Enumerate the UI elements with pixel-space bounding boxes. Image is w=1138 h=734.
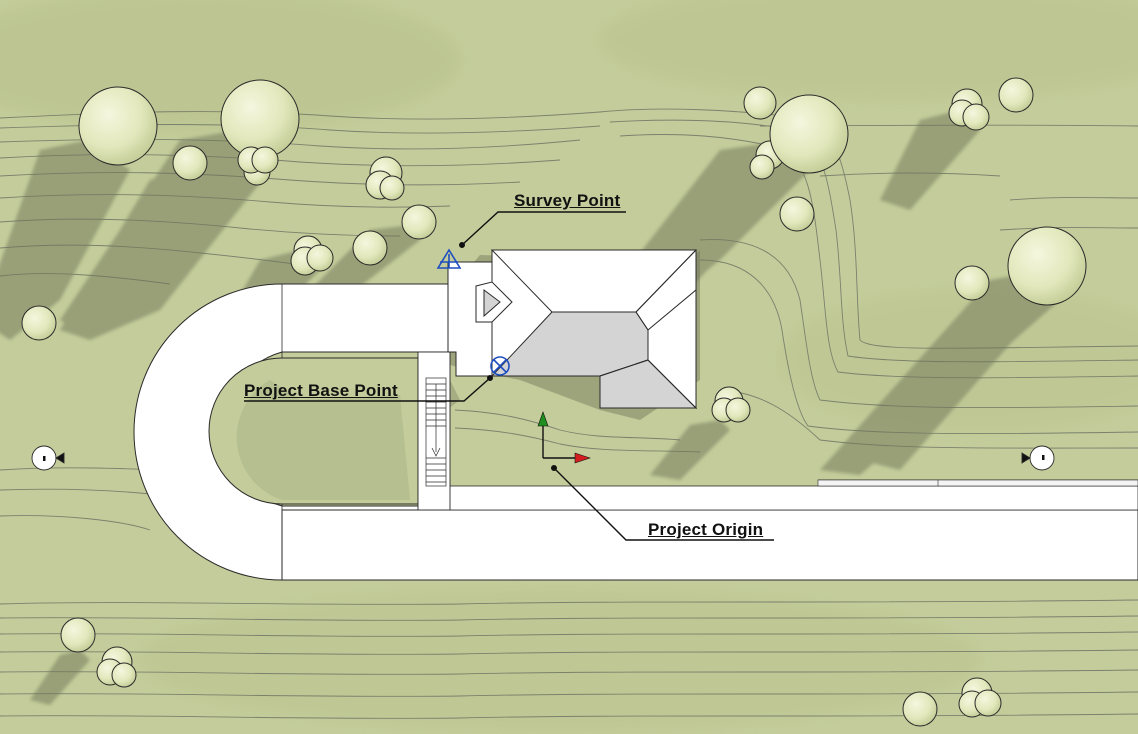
survey-point-icon[interactable] [436,248,462,269]
tree-icon [779,196,815,232]
tree-icon [401,204,437,240]
tree-icon [306,244,334,272]
tree-icon [78,86,158,166]
road-sidewalk [424,485,1138,511]
tree-icon [902,691,938,727]
tree-icon [954,265,990,301]
project-base-point-label: Project Base Point [244,381,398,400]
leader-lines [244,211,774,541]
tree-icon [974,689,1002,717]
tree-icon [172,145,208,181]
tree-icon [998,77,1034,113]
trees [21,77,1087,727]
project-origin-icon[interactable] [537,411,591,464]
tree-icon [769,94,849,174]
survey-point-label: Survey Point [514,191,621,210]
elevation-marker-right[interactable] [1021,445,1055,471]
tree-icon [60,617,96,653]
project-base-point-icon[interactable] [490,356,510,376]
tree-icon [962,103,990,131]
tree-icon [725,397,751,423]
tree-icon [352,230,388,266]
tree-icon [749,154,775,180]
inner-lawn [208,357,419,505]
house-roof [475,249,698,410]
tree-icon [21,305,57,341]
tree-icon [111,662,137,688]
elevation-marker-left[interactable] [31,445,65,471]
project-origin-label: Project Origin [648,520,764,539]
stairs [425,377,447,487]
tree-shadows [0,110,1060,705]
tree-icon [1007,226,1087,306]
tree-icon [743,86,777,120]
tree-icon [379,175,405,201]
tree-icon [251,146,279,174]
tree-icon [220,79,300,159]
